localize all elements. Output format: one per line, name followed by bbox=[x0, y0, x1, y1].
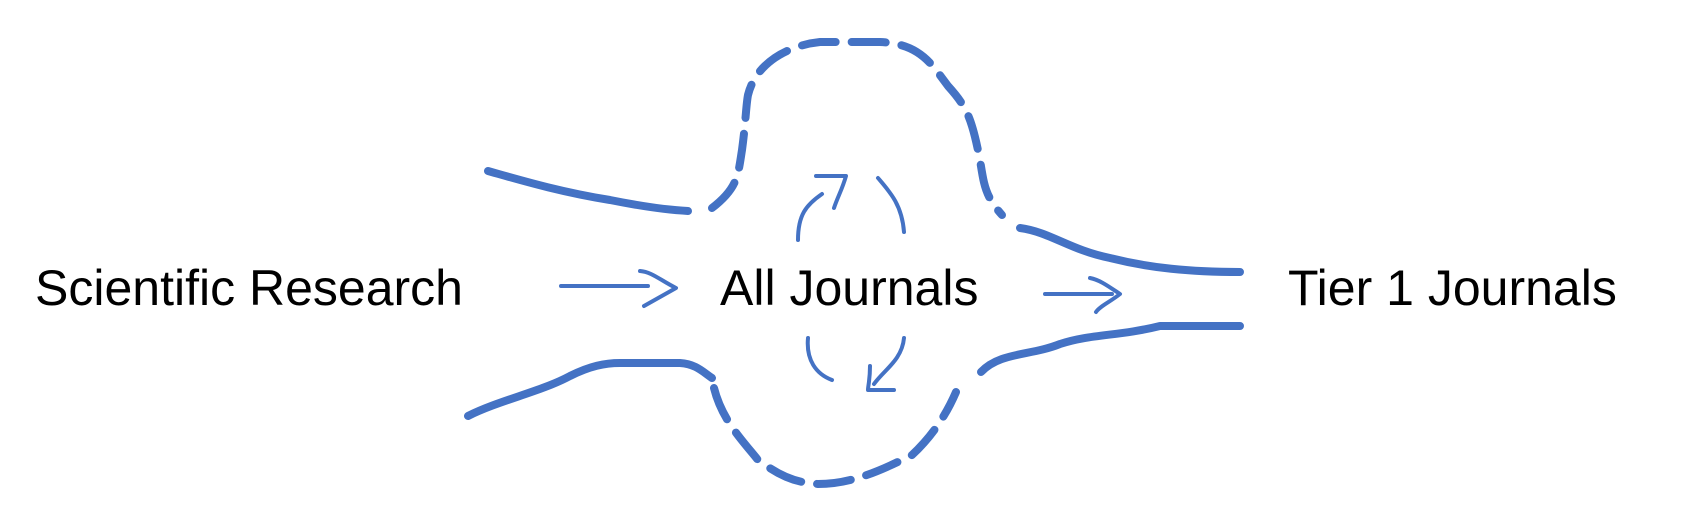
cycle-arrow-top-right bbox=[876, 176, 906, 234]
cycle-arrow-bottom-right bbox=[872, 336, 906, 386]
cycle-arrow-top-left bbox=[796, 192, 824, 242]
node-label-all-journals: All Journals bbox=[720, 260, 978, 316]
chamber-bottom-dashed bbox=[710, 384, 960, 488]
funnel-bottom-left-wall bbox=[464, 359, 716, 420]
cycle-arrow-top-left-head bbox=[814, 174, 848, 210]
chamber-top-dashed bbox=[708, 38, 1006, 219]
funnel-top-left-wall bbox=[484, 167, 692, 215]
funnel-bottom-right-wall bbox=[977, 322, 1244, 376]
funnel-top-right-wall bbox=[1016, 224, 1244, 276]
cycle-arrow-bottom-left bbox=[805, 336, 834, 382]
node-label-scientific-research: Scientific Research bbox=[35, 260, 463, 316]
arrow-to-all-journals-head bbox=[638, 269, 678, 308]
arrow-to-tier1-head bbox=[1088, 276, 1122, 314]
cycle-arrow-bottom-right-head bbox=[866, 364, 896, 392]
ink-strokes bbox=[464, 38, 1244, 488]
node-label-tier-1-journals: Tier 1 Journals bbox=[1288, 260, 1617, 316]
